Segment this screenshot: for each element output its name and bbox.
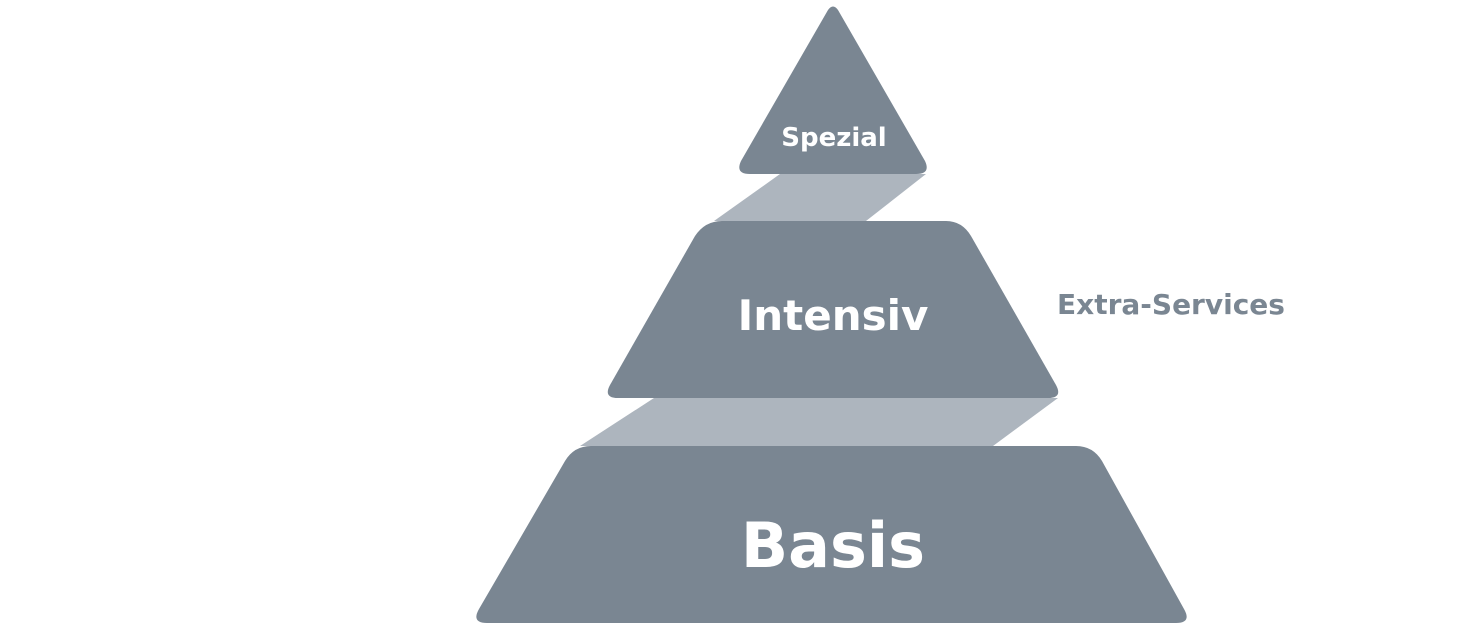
connector-band-upper: [714, 174, 926, 221]
tier-intensiv-shape: [607, 221, 1059, 398]
extra-services-label: Extra-Services: [1057, 288, 1285, 321]
tier-intensiv-label: Intensiv: [738, 291, 929, 340]
tier-spezial-label: Spezial: [781, 123, 886, 153]
connector-band-lower: [580, 398, 1058, 446]
tier-basis-label: Basis: [741, 509, 925, 582]
tier-spezial-shape: [739, 6, 927, 174]
tier-basis-shape: [476, 446, 1187, 623]
